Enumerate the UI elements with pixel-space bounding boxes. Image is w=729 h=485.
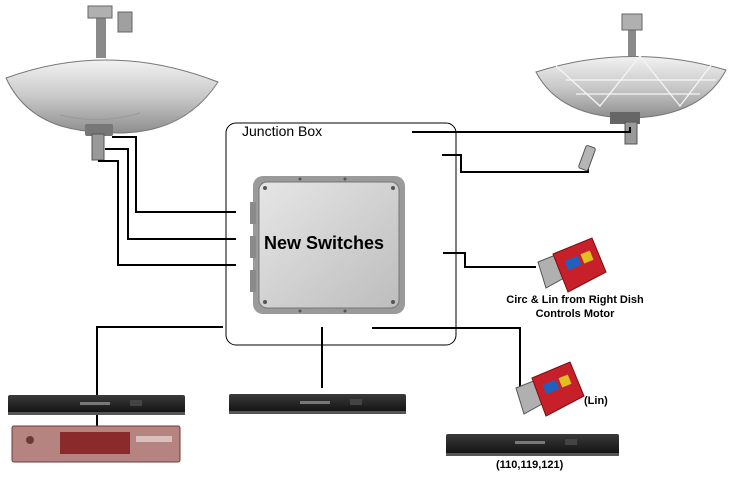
card-wire-bottom (372, 327, 521, 388)
pci-card-lin (515, 361, 585, 417)
junction-box (225, 122, 457, 346)
card-wire-top (443, 252, 536, 268)
left-dish-wire-1 (112, 136, 236, 213)
left-dish-wire-3 (98, 160, 236, 266)
card-caption: Circ & Lin from Right Dish Controls Moto… (500, 293, 650, 321)
junction-box-label: Junction Box (242, 123, 323, 139)
lin-label: (Lin) (584, 395, 608, 407)
right-satellite-dish (535, 13, 727, 145)
switch-enclosure (250, 176, 405, 314)
right-dish-lin-wire (442, 154, 589, 173)
card-caption-line1: Circ & Lin from Right Dish (506, 294, 644, 306)
switches-label: New Switches (264, 233, 385, 253)
right-dish-circ-wire (412, 127, 631, 133)
receiver-left-bottom (11, 425, 181, 463)
left-dish-wire-2 (105, 148, 236, 240)
receiver-left-wire (96, 326, 223, 432)
card-caption-line2: Controls Motor (535, 308, 615, 320)
lnb-connector (578, 145, 596, 171)
pci-card-circ-lin (537, 237, 607, 293)
receiver-right (446, 434, 619, 456)
receiver-middle (229, 394, 406, 414)
sat-positions-label: (110,119,121) (496, 459, 564, 471)
left-satellite-dish (5, 5, 219, 161)
receiver-left (8, 395, 185, 415)
